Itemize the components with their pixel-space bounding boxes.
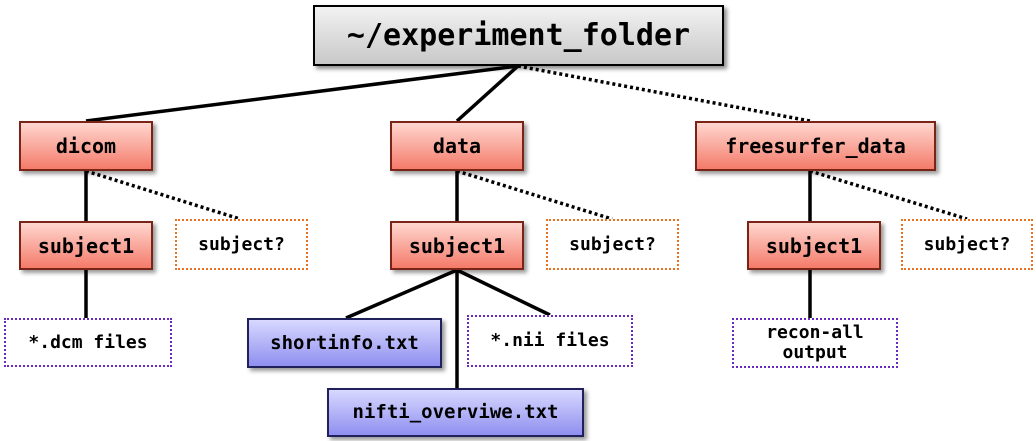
freesurfer-subject-placeholder-node: subject? xyxy=(901,219,1033,270)
edge-subject1-shortinfo xyxy=(345,268,458,320)
dicom-folder-node: dicom xyxy=(19,121,153,171)
dicom-subject-placeholder-node: subject? xyxy=(175,219,308,270)
dicom-folder-label: dicom xyxy=(55,134,117,158)
nii-files-label: *.nii files xyxy=(490,330,610,352)
edge-root-dicom xyxy=(85,64,519,123)
root-folder-label: ~/experiment_folder xyxy=(346,18,691,53)
dicom-files-label: *.dcm files xyxy=(28,331,148,353)
freesurfer-subject-placeholder-label: subject? xyxy=(923,233,1011,255)
data-folder-label: data xyxy=(432,134,482,158)
data-folder-node: data xyxy=(390,121,524,171)
dicom-files-node: *.dcm files xyxy=(4,318,172,367)
nii-files-node: *.nii files xyxy=(467,315,633,367)
edge-freesurfer-subject-placeholder-dotted xyxy=(809,169,968,221)
dicom-subject1-node: subject1 xyxy=(19,221,153,270)
freesurfer-folder-label: freesurfer_data xyxy=(725,134,906,158)
shortinfo-file-node: shortinfo.txt xyxy=(247,318,442,368)
freesurfer-subject1-label: subject1 xyxy=(765,233,863,258)
edge-root-freesurfer-dotted xyxy=(517,64,811,123)
data-subject-placeholder-node: subject? xyxy=(546,219,679,270)
edge-root-data xyxy=(455,64,520,123)
root-folder-node: ~/experiment_folder xyxy=(313,5,724,66)
edge-data-subject-placeholder-dotted xyxy=(456,169,613,221)
edge-subject1-nii-files xyxy=(456,268,551,317)
edge-dicom-subject-placeholder-dotted xyxy=(85,169,241,221)
shortinfo-file-label: shortinfo.txt xyxy=(270,331,419,354)
overview-file-node: nifti_overviwe.txt xyxy=(327,388,584,437)
overview-file-label: nifti_overviwe.txt xyxy=(352,401,559,424)
dicom-subject1-label: subject1 xyxy=(37,233,135,258)
recon-all-output-line1: recon-all xyxy=(766,322,864,344)
data-subject1-node: subject1 xyxy=(390,221,524,270)
dicom-subject-placeholder-label: subject? xyxy=(198,233,285,255)
freesurfer-subject1-node: subject1 xyxy=(747,221,881,270)
recon-all-output-line2: output xyxy=(782,342,848,363)
recon-all-output-node: recon-all output xyxy=(732,318,898,368)
data-subject-placeholder-label: subject? xyxy=(569,233,656,255)
freesurfer-folder-node: freesurfer_data xyxy=(695,121,936,171)
data-subject1-label: subject1 xyxy=(408,233,506,258)
